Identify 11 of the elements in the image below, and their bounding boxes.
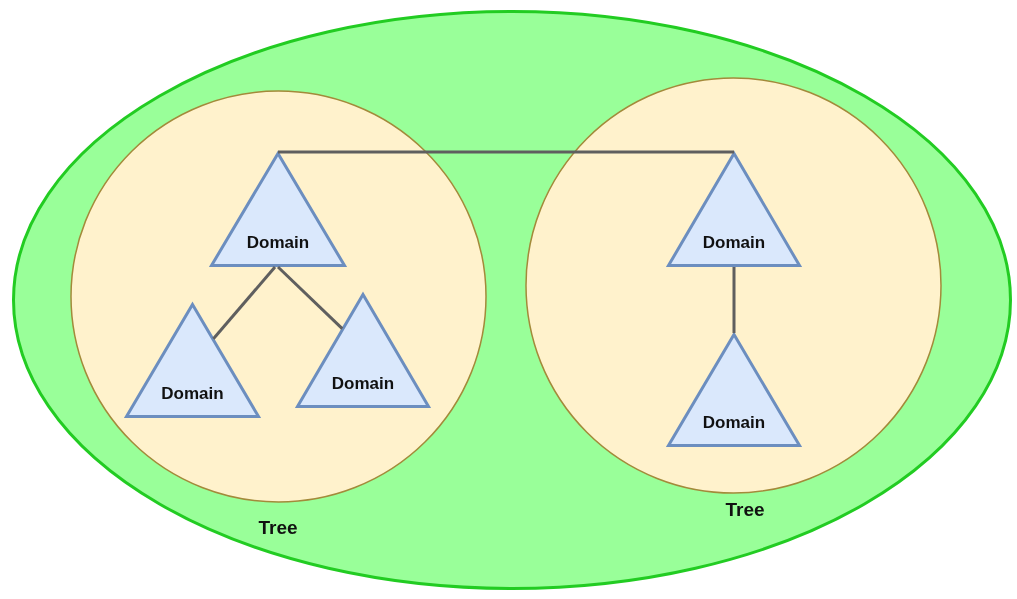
connector-line <box>276 265 344 330</box>
domain-label: Domain <box>701 233 767 253</box>
domain-label: Domain <box>330 374 396 394</box>
tree-label: Tree <box>725 499 765 521</box>
connector-line <box>212 266 277 340</box>
tree-label: Tree <box>258 517 298 539</box>
connector-line <box>278 150 734 154</box>
domain-label: Domain <box>245 233 311 253</box>
connector-line <box>732 267 736 333</box>
domain-label: Domain <box>701 413 767 433</box>
domain-label: Domain <box>160 384 225 404</box>
